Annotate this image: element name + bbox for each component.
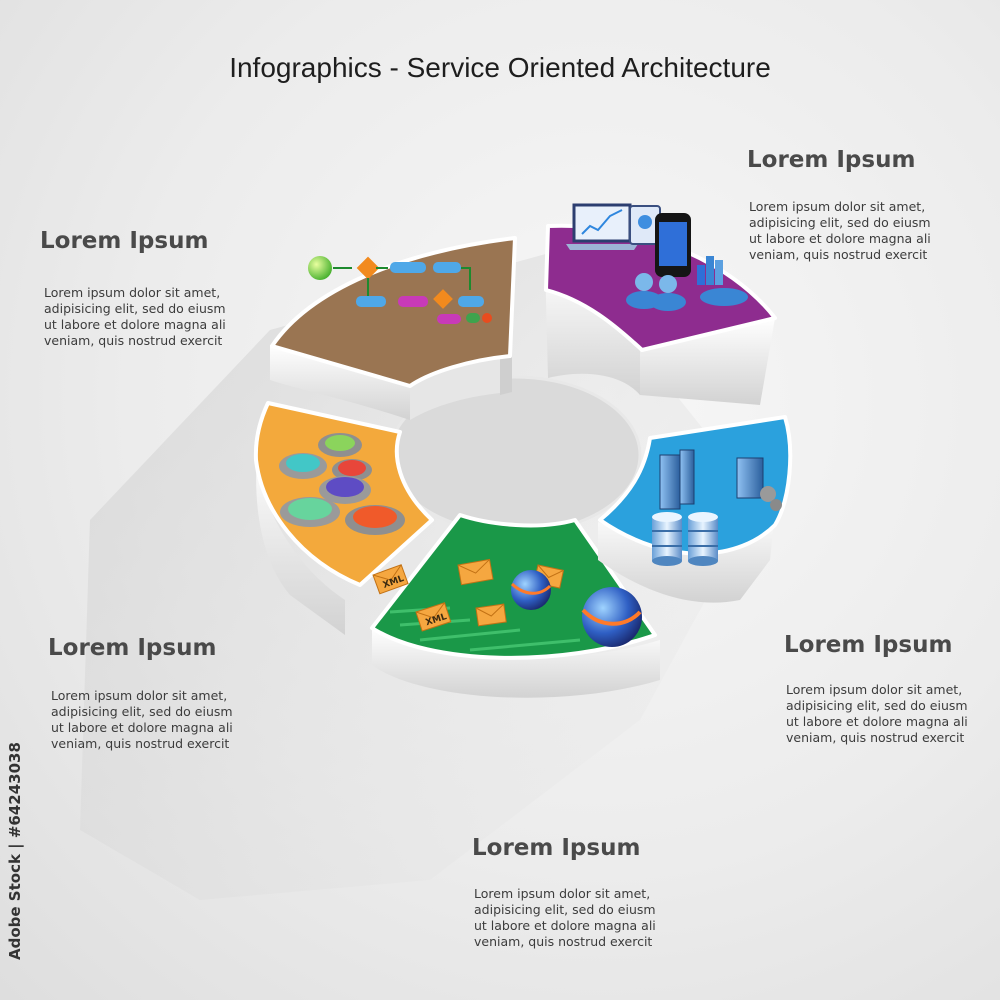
segment-messaging: XML XML: [370, 513, 660, 698]
flow-connector-icon: [367, 267, 471, 298]
xml-envelope-icon: XML: [415, 602, 452, 632]
section-line: adipisicing elit, sed do eiusm: [786, 698, 968, 713]
section-line: veniam, quis nostrud exercit: [749, 247, 928, 262]
segment-messaging-front-wall: [372, 628, 660, 698]
flow-step-icon: [458, 296, 484, 307]
section-body-process: Lorem ipsum dolor sit amet, adipisicing …: [44, 285, 264, 349]
segment-devices: [544, 203, 777, 405]
gear-icon: [288, 498, 332, 520]
gear-cluster-icon: [279, 433, 405, 535]
user-group-icon: [659, 275, 677, 293]
segment-gears-outer-wall: [256, 445, 345, 635]
segment-servers-front-wall: [598, 510, 775, 603]
section-line: Lorem ipsum dolor sit amet,: [786, 682, 963, 697]
globe-icon: [511, 570, 551, 610]
section-line: ut labore et dolore magna ali: [474, 918, 656, 933]
server-rack-icon: [679, 449, 695, 505]
section-line: adipisicing elit, sed do eiusm: [44, 301, 226, 316]
bar-chart-icon: [697, 265, 705, 285]
section-line: ut labore et dolore magna ali: [44, 317, 226, 332]
pie-chart-icon: [638, 215, 652, 229]
gear-icon: [286, 454, 320, 472]
gear-icon: [326, 477, 364, 497]
flow-decision-icon: [356, 256, 380, 280]
section-line: Lorem ipsum dolor sit amet,: [474, 886, 651, 901]
section-line: ut labore et dolore magna ali: [786, 714, 968, 729]
segment-process-wall: [270, 345, 410, 420]
globe-icon: [582, 587, 642, 647]
section-line: adipisicing elit, sed do eiusm: [749, 215, 931, 230]
segment-process: [270, 236, 517, 420]
gear-icon: [760, 486, 776, 502]
pie-chart-icon: [700, 288, 748, 306]
section-heading-servers: Lorem Ipsum: [784, 632, 953, 658]
bar-chart-icon: [715, 260, 723, 285]
gear-icon: [353, 506, 397, 528]
section-body-messaging: Lorem ipsum dolor sit amet, adipisicing …: [474, 886, 694, 950]
section-line: veniam, quis nostrud exercit: [474, 934, 653, 949]
segment-devices-outer-wall: [640, 318, 775, 405]
section-line: Lorem ipsum dolor sit amet,: [51, 688, 228, 703]
gear-icon: [325, 435, 355, 451]
server-rack-icon: [659, 454, 681, 510]
section-line: Lorem ipsum dolor sit amet,: [44, 285, 221, 300]
segment-servers: [598, 415, 793, 603]
laptop-chart-icon: [581, 209, 623, 235]
section-body-servers: Lorem ipsum dolor sit amet, adipisicing …: [786, 682, 1000, 746]
globe-band-icon: [581, 608, 642, 626]
user-group-icon: [635, 273, 653, 291]
segment-gears: [253, 401, 434, 635]
segment-process-top: [270, 236, 517, 388]
section-heading-gears: Lorem Ipsum: [48, 635, 217, 661]
section-line: ut labore et dolore magna ali: [51, 720, 233, 735]
section-line: veniam, quis nostrud exercit: [51, 736, 230, 751]
smartphone-screen-icon: [659, 222, 687, 266]
user-group-icon: [650, 293, 686, 311]
stock-id-watermark: Adobe Stock | #64243038: [6, 742, 24, 960]
gear-icon: [338, 460, 366, 476]
section-body-devices: Lorem ipsum dolor sit amet, adipisicing …: [749, 199, 969, 263]
laptop-base-icon: [566, 244, 638, 250]
flow-end-icon: [482, 313, 492, 323]
section-body-gears: Lorem ipsum dolor sit amet, adipisicing …: [51, 688, 271, 752]
section-line: veniam, quis nostrud exercit: [786, 730, 965, 745]
flow-start-icon: [308, 256, 332, 280]
section-heading-process: Lorem Ipsum: [40, 228, 209, 254]
gear-icon: [770, 499, 782, 511]
section-line: adipisicing elit, sed do eiusm: [51, 704, 233, 719]
flow-step-icon: [433, 262, 461, 273]
flow-step-icon: [437, 314, 461, 324]
section-line: veniam, quis nostrud exercit: [44, 333, 223, 348]
section-line: adipisicing elit, sed do eiusm: [474, 902, 656, 917]
section-heading-devices: Lorem Ipsum: [747, 147, 916, 173]
xml-envelope-icon: [457, 558, 494, 586]
section-heading-messaging: Lorem Ipsum: [472, 835, 641, 861]
page-title: Infographics - Service Oriented Architec…: [229, 52, 771, 83]
section-line: ut labore et dolore magna ali: [749, 231, 931, 246]
flow-step-icon: [390, 262, 426, 273]
section-line: Lorem ipsum dolor sit amet,: [749, 199, 926, 214]
bar-chart-icon: [706, 256, 714, 285]
flow-step-icon: [356, 296, 386, 307]
server-tower-icon: [736, 457, 764, 499]
globe-band-icon: [510, 582, 552, 595]
xml-envelope-icon: [475, 603, 507, 627]
flow-step-icon: [466, 313, 480, 323]
database-icon: [652, 512, 718, 566]
flow-decision-icon: [433, 289, 453, 309]
flow-step-icon: [398, 296, 428, 307]
xml-envelope-icon: XML: [372, 564, 409, 595]
